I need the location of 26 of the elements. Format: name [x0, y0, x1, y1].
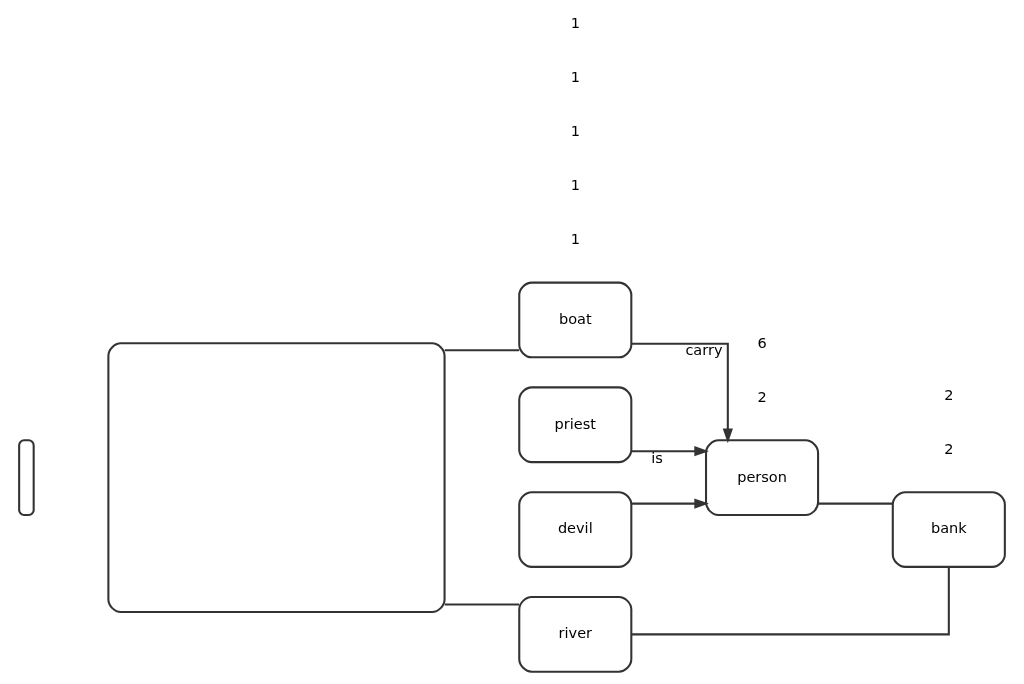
node-box: boat: [518, 281, 633, 359]
arrow: [631, 342, 733, 444]
node-box: priest: [518, 386, 633, 464]
node-box: river: [518, 595, 633, 673]
label: 1: [570, 15, 580, 32]
connector: [631, 567, 950, 636]
label: 2: [944, 386, 954, 403]
label: 6: [757, 334, 767, 351]
arrow: [631, 446, 709, 457]
label: 2: [757, 388, 767, 405]
connector: [444, 603, 520, 606]
node-box: [18, 439, 35, 517]
node-box: devil: [518, 491, 633, 568]
arrow: [631, 498, 709, 509]
label: 1: [570, 230, 580, 247]
label: 1: [570, 176, 580, 193]
label: 1: [570, 69, 580, 86]
node-box: person: [705, 439, 820, 517]
node-box: [107, 342, 446, 614]
node-box: bank: [891, 491, 1006, 568]
edge-label: is: [651, 449, 663, 466]
connector: [444, 349, 520, 352]
label: 1: [570, 122, 580, 139]
connector: [818, 502, 893, 505]
label: 2: [944, 440, 954, 457]
edge-label: carry: [685, 342, 723, 359]
